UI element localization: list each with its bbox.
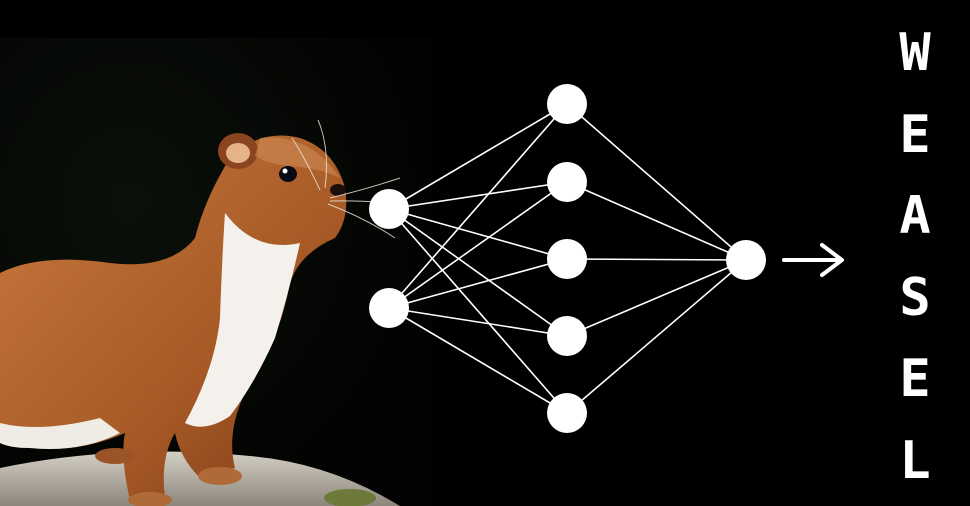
weasel-paw <box>128 492 172 506</box>
hidden-node <box>547 393 587 433</box>
weasel-belly <box>185 213 300 427</box>
network-edge <box>566 181 747 261</box>
output-label-letter: E <box>899 349 931 410</box>
network-edge <box>388 208 568 260</box>
hidden-node <box>547 239 587 279</box>
network-edge <box>388 258 568 309</box>
network-edge <box>388 208 568 337</box>
network-edges <box>388 103 747 414</box>
network-edge <box>566 258 747 261</box>
hidden-node <box>547 84 587 124</box>
network-edge <box>566 259 747 337</box>
arrow-icon <box>782 243 844 277</box>
network-nodes <box>369 84 766 433</box>
weasel-body <box>0 135 347 500</box>
weasel-photo <box>0 38 432 506</box>
input-node <box>369 288 409 328</box>
output-label-letter: W <box>899 23 931 83</box>
network-edge <box>388 208 568 414</box>
output-label-letter: E <box>899 104 931 165</box>
output-label-letter: L <box>899 430 931 491</box>
input-node <box>369 189 409 229</box>
moss <box>324 489 376 506</box>
weasel-paw <box>95 448 135 464</box>
weasel-paw <box>198 467 242 485</box>
network-edge <box>566 103 747 261</box>
network-edge <box>388 181 568 210</box>
network-edge <box>566 259 747 414</box>
network-edge <box>388 307 568 414</box>
network-edge <box>388 103 568 309</box>
network-edge <box>388 181 568 309</box>
hidden-node <box>547 162 587 202</box>
output-label-letter: S <box>899 267 931 328</box>
weasel-underside <box>0 418 120 449</box>
network-edge <box>388 103 568 210</box>
weasel-nose <box>330 184 346 196</box>
output-label-letter: A <box>899 186 931 247</box>
output-node <box>726 240 766 280</box>
network-edge <box>388 307 568 337</box>
hidden-node <box>547 316 587 356</box>
